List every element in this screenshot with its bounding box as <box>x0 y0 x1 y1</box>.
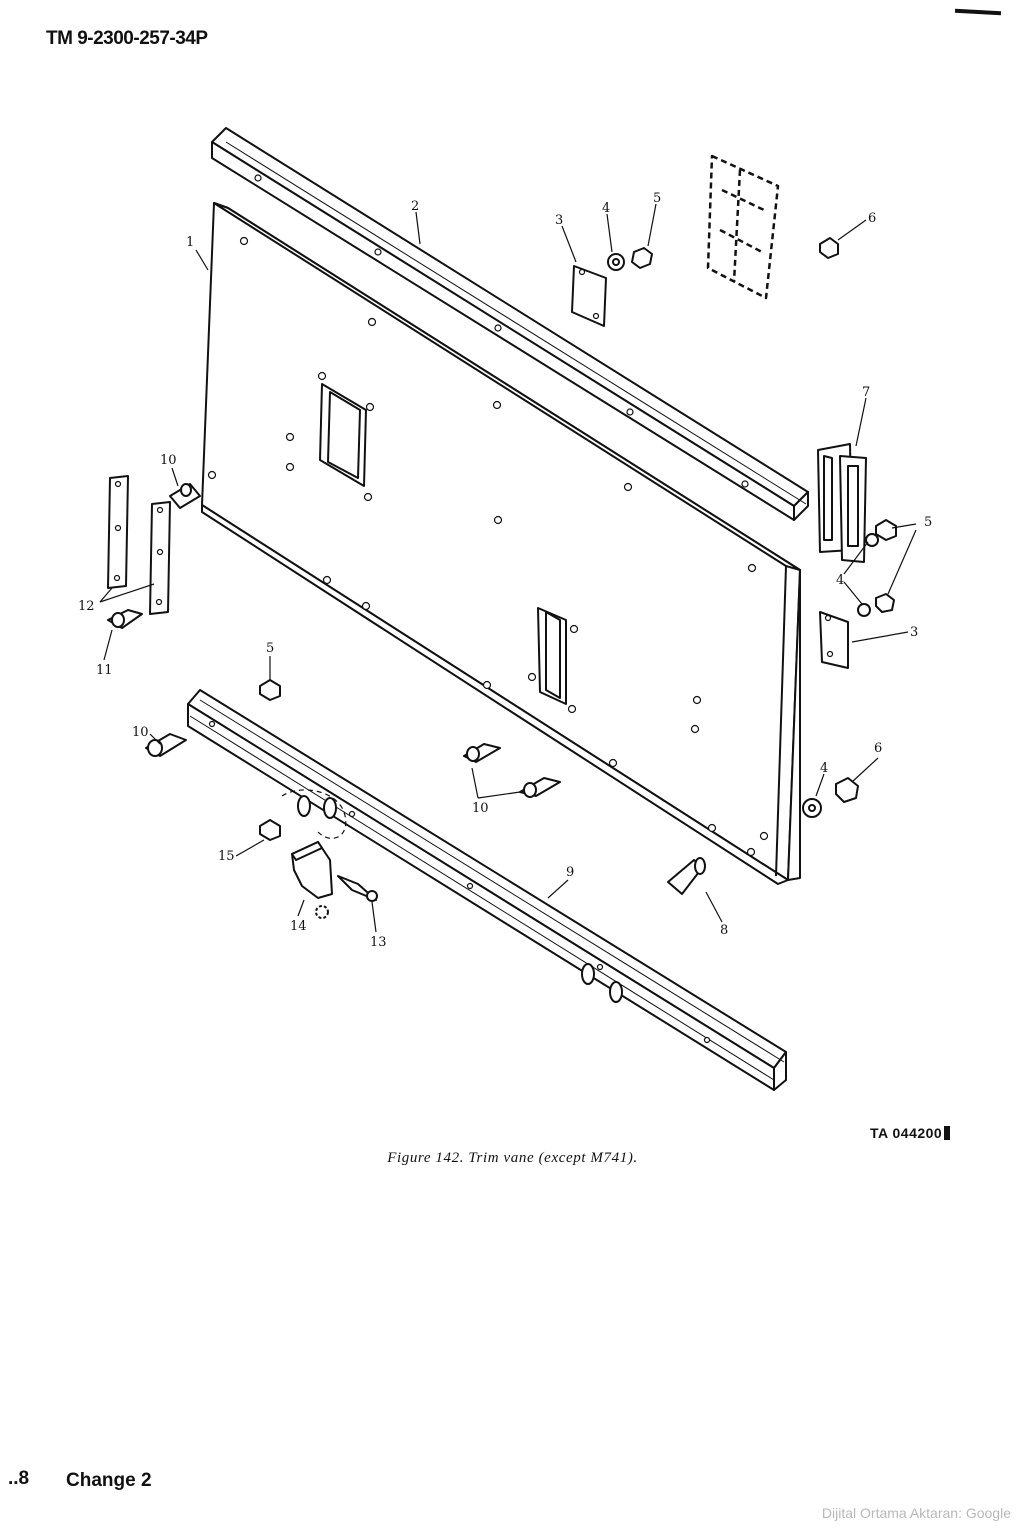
leader-lines <box>99 203 917 933</box>
exploded-view-figure: 1 2 3 4 5 6 7 5 4 3 5 10 12 11 10 10 15 … <box>78 127 932 1091</box>
right-bracket <box>817 443 867 563</box>
nuts-and-washers <box>259 237 897 841</box>
manual-id: TM 9-2300-257-34P <box>46 28 208 49</box>
callout-2: 2 <box>411 199 419 214</box>
callout-9: 9 <box>566 865 574 880</box>
ta-block-mark <box>944 1126 951 1140</box>
callout-3-top: 3 <box>555 213 563 228</box>
callout-8: 8 <box>720 923 728 938</box>
bottom-rail <box>187 689 787 1091</box>
page-number: ..8 <box>8 1468 30 1489</box>
callout-6-bottom: 6 <box>874 741 882 756</box>
callout-1: 1 <box>186 235 194 250</box>
callout-5-right: 5 <box>924 515 932 530</box>
trim-vane-panel <box>201 202 801 885</box>
left-strips <box>107 475 171 615</box>
callout-6-top: 6 <box>868 211 876 226</box>
callout-13: 13 <box>370 935 387 950</box>
callout-7: 7 <box>862 385 870 400</box>
callout-10-top: 10 <box>160 453 177 468</box>
screws <box>107 483 561 902</box>
latch-and-bumper <box>291 841 706 919</box>
callout-11: 11 <box>96 663 113 678</box>
callout-numbers: 1 2 3 4 5 6 7 5 4 3 5 10 12 11 10 10 15 … <box>78 191 932 950</box>
callout-3-right: 3 <box>910 625 918 640</box>
callout-5-left: 5 <box>266 641 274 656</box>
callout-14: 14 <box>290 919 307 934</box>
callout-4-right: 4 <box>836 573 844 588</box>
callout-4-top: 4 <box>602 201 610 216</box>
watermark: Dijital Ortama Aktaran: Google <box>821 1505 1011 1521</box>
dashed-plate-outline <box>706 154 780 300</box>
change-label: Change 2 <box>66 1470 152 1491</box>
callout-15: 15 <box>218 849 235 864</box>
figure-caption: Figure 142. Trim vane (except M741). <box>387 1150 638 1166</box>
plates <box>571 265 849 669</box>
callout-10-center: 10 <box>472 801 489 816</box>
ta-number: TA 044200 <box>870 1125 951 1141</box>
callout-10-left: 10 <box>132 725 149 740</box>
callout-4-bottom: 4 <box>820 761 828 776</box>
callout-5-top: 5 <box>653 191 661 206</box>
callout-12: 12 <box>78 599 95 614</box>
top-channel-rail <box>211 127 809 521</box>
